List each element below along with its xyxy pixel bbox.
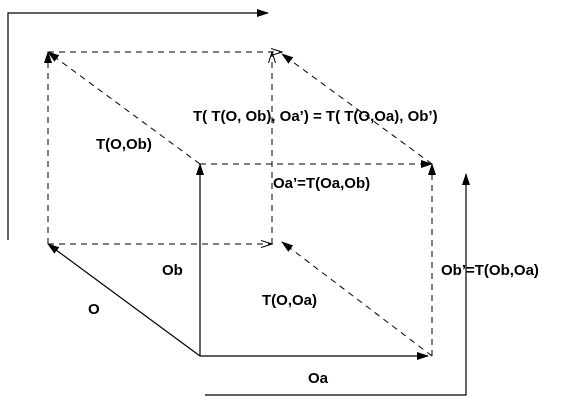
vector-o [47,243,201,357]
label-oa: Oa [308,370,329,387]
label-ob-prime: Ob’=T(Ob,Oa) [441,262,539,279]
label-oa-prime: Oa’=T(Oa,Ob) [273,175,370,192]
label-big-equation: T( T(O, Ob), Oa’) = T( T(O,Oa), Ob’) [193,108,438,125]
edge-top-diagonal [281,53,433,165]
label-ob: Ob [162,262,183,279]
edge-t-o-oa [281,241,433,357]
label-t-o-ob: T(O,Ob) [96,136,152,153]
label-o: O [88,301,100,318]
edge-t-o-ob [47,51,201,165]
outer-frame-left [7,9,269,240]
label-t-o-oa: T(O,Oa) [262,292,317,309]
outer-frame-right [205,173,470,396]
